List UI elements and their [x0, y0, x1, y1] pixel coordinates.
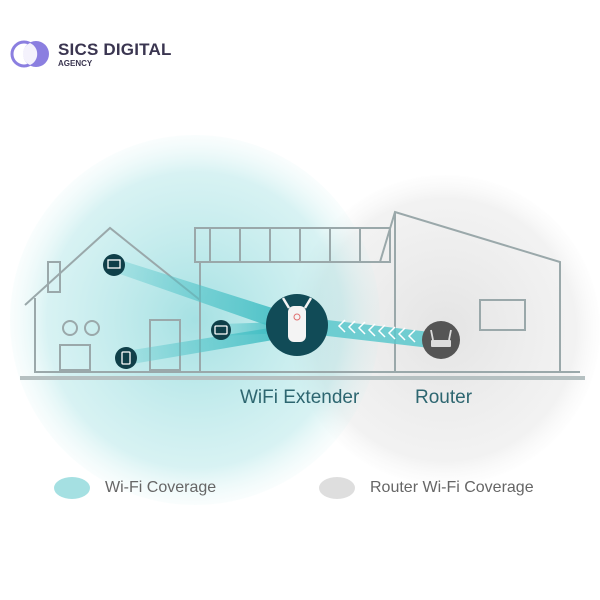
legend-router-swatch [319, 477, 355, 499]
legend-wifi-label: Wi-Fi Coverage [105, 479, 217, 496]
wifi-extender-icon [266, 294, 328, 356]
legend-router-label: Router Wi-Fi Coverage [370, 479, 534, 496]
signal-direction-arrows [337, 319, 416, 343]
logo-rings-icon [10, 40, 49, 68]
logo-subtitle: AGENCY [58, 58, 93, 68]
router-icon [422, 321, 460, 359]
legend-wifi-swatch [54, 477, 90, 499]
router-label: Router [415, 387, 473, 408]
brand-logo: SICS DIGITAL AGENCY [10, 38, 172, 70]
tablet-device-icon [211, 320, 231, 340]
extender-label: WiFi Extender [240, 387, 360, 408]
phone-device-icon [115, 347, 137, 369]
laptop-device-icon [103, 254, 125, 276]
logo-title: SICS DIGITAL [58, 39, 172, 59]
